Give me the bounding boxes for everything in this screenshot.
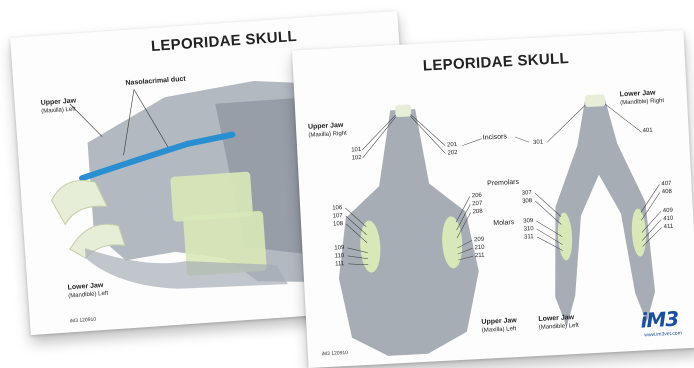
im3-logo: iM3 [640, 307, 679, 333]
tooth-311: 311 [524, 234, 534, 240]
tooth-110: 110 [335, 253, 345, 259]
tooth-310: 310 [523, 226, 533, 233]
upper-incisors-shape [395, 104, 412, 117]
tooth-106: 106 [332, 205, 342, 212]
incisors-label: Incisors [483, 133, 508, 142]
tooth-408: 408 [662, 189, 672, 196]
tooth-210: 210 [474, 245, 484, 252]
lower-incisors-shape [585, 94, 606, 107]
skull-ventral-card: LEPORIDAE SKULL [292, 30, 694, 368]
leader-incisors-right [515, 136, 529, 143]
tooth-206: 206 [472, 193, 482, 200]
tooth-308: 308 [522, 198, 532, 205]
tooth-409: 409 [663, 208, 673, 215]
lower-jaw-left-label: Lower Jaw (Mandible) Left [538, 314, 579, 332]
lower-jaw-right-label: Lower Jaw (Mandible) Right [620, 89, 665, 107]
tooth-201: 201 [447, 142, 457, 149]
tooth-107: 107 [333, 213, 343, 220]
tooth-111: 111 [335, 261, 344, 267]
tooth-207: 207 [472, 201, 482, 208]
tooth-307: 307 [522, 190, 532, 197]
tooth-407: 407 [661, 181, 671, 188]
tooth-202: 202 [447, 150, 457, 157]
upper-jaw-left-label: Upper Jaw (Maxilla) Left [481, 317, 517, 335]
premolars-label: Premolars [487, 179, 519, 189]
tooth-208: 208 [473, 209, 483, 216]
tooth-108: 108 [333, 221, 343, 228]
upper-jaw-right-label: Upper Jaw (Maxilla) Right [308, 122, 347, 140]
tooth-211: 211 [475, 253, 485, 259]
molars-label: Molars [493, 219, 514, 228]
tooth-309: 309 [523, 218, 533, 225]
leader-incisors-left [462, 139, 482, 146]
tooth-102: 102 [352, 155, 362, 162]
tooth-410: 410 [663, 216, 673, 223]
tooth-209: 209 [474, 237, 484, 244]
lower-jaw-label: Lower Jaw (Mandible) Left [67, 282, 108, 301]
tooth-101: 101 [351, 147, 361, 154]
tooth-411: 411 [664, 224, 674, 230]
upper-jaw-label: Upper Jaw (Maxilla) Left [40, 97, 76, 115]
tooth-109: 109 [334, 245, 344, 252]
tooth-401: 401 [642, 128, 652, 135]
tooth-301: 301 [533, 139, 543, 146]
